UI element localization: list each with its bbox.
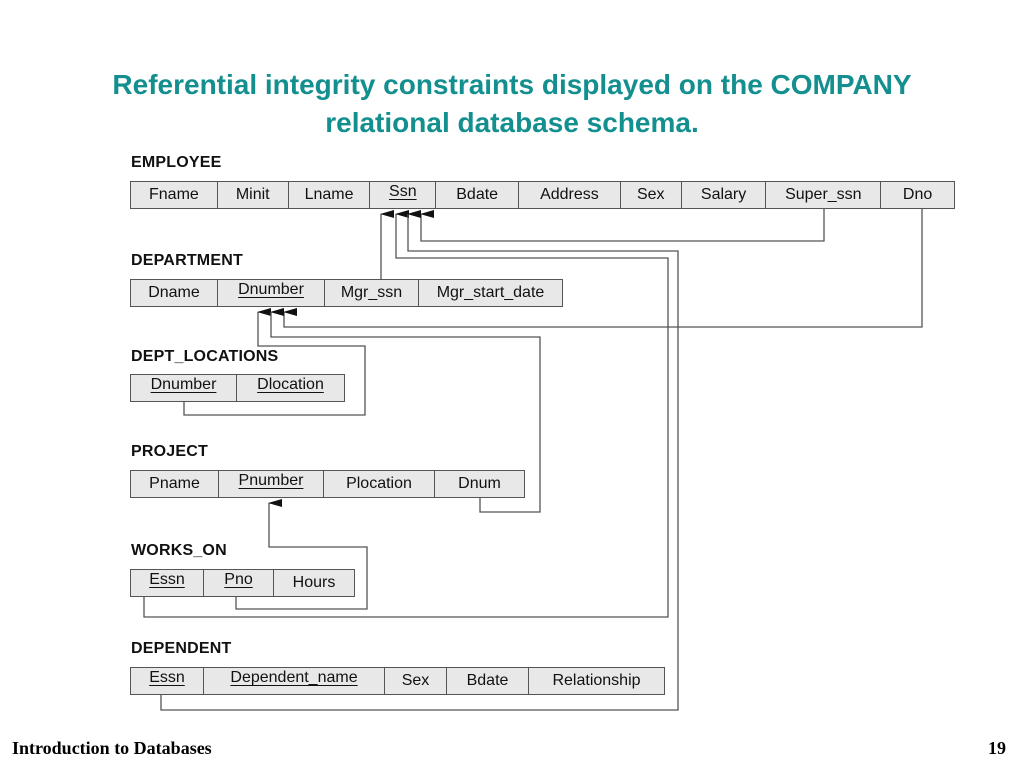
employee-attr-sex: Sex [621, 182, 682, 208]
dept-locations-attr-dnumber: Dnumber [131, 375, 237, 401]
dept-locations-attr-dlocation: Dlocation [257, 376, 324, 393]
dependent-attr-essn: Essn [131, 668, 204, 694]
works-on-attr-hours: Hours [292, 574, 336, 591]
fk-dept-locations-dnumber-to-dnumber [183, 308, 366, 416]
dependent-relation-name: DEPENDENT [131, 640, 232, 657]
fk-dnum-to-dnumber [270, 308, 541, 513]
works-on-relation-name: WORKS_ON [131, 542, 227, 559]
employee-attr-lname: Lname [289, 182, 371, 208]
employee-attr-fname: Fname [131, 182, 218, 208]
employee-relation-name: EMPLOYEE [131, 154, 222, 171]
works-on-attr-pno: Pno [204, 570, 274, 596]
dependent-attr-relationship: Relationship [552, 672, 641, 689]
employee-attr-dno: Dno [902, 186, 933, 203]
dept-locations-table: Dnumber Dlocation [130, 374, 345, 402]
footer-page-number: 19 [988, 738, 1006, 758]
project-table: Pname Pnumber Plocation Dnum [130, 470, 525, 498]
employee-attr-ssn: Ssn [370, 182, 437, 208]
works-on-table: Essn Pno Hours [130, 569, 355, 597]
slide-title: Referential integrity constraints displa… [0, 66, 1024, 142]
employee-attr-salary: Salary [682, 182, 767, 208]
works-on-attr-essn: Essn [131, 570, 204, 596]
dependent-table: Essn Dependent_name Sex Bdate Relationsh… [130, 667, 665, 695]
dependent-attr-bdate: Bdate [447, 668, 529, 694]
project-relation-name: PROJECT [131, 443, 208, 460]
dependent-attr-dependent-name: Dependent_name [204, 668, 385, 694]
employee-table: Fname Minit Lname Ssn Bdate Address Sex … [130, 181, 955, 209]
employee-attr-address: Address [519, 182, 621, 208]
project-attr-dnum: Dnum [458, 475, 501, 492]
slide-title-line-2: relational database schema. [325, 107, 699, 138]
dept-locations-relation-name: DEPT_LOCATIONS [131, 348, 279, 365]
fk-dno-to-dnumber [283, 209, 923, 328]
department-attr-mgr-start-date: Mgr_start_date [436, 284, 545, 301]
employee-attr-super-ssn: Super_ssn [766, 182, 882, 208]
slide-title-line-1: Referential integrity constraints displa… [112, 69, 912, 100]
department-attr-mgr-ssn: Mgr_ssn [325, 280, 419, 306]
fk-super-ssn-to-ssn [420, 209, 825, 242]
department-relation-name: DEPARTMENT [131, 252, 243, 269]
project-attr-plocation: Plocation [324, 471, 435, 497]
fk-dependent-essn-to-ssn [160, 210, 679, 711]
dependent-attr-sex: Sex [385, 668, 447, 694]
fk-works-on-essn-to-ssn [143, 210, 669, 618]
footer-course-title: Introduction to Databases [12, 738, 212, 758]
project-attr-pname: Pname [131, 471, 219, 497]
department-attr-dname: Dname [131, 280, 218, 306]
employee-attr-minit: Minit [218, 182, 289, 208]
employee-attr-bdate: Bdate [436, 182, 520, 208]
department-table: Dname Dnumber Mgr_ssn Mgr_start_date [130, 279, 563, 307]
department-attr-dnumber: Dnumber [218, 280, 325, 306]
fk-pno-to-pnumber [235, 499, 368, 610]
project-attr-pnumber: Pnumber [219, 471, 324, 497]
